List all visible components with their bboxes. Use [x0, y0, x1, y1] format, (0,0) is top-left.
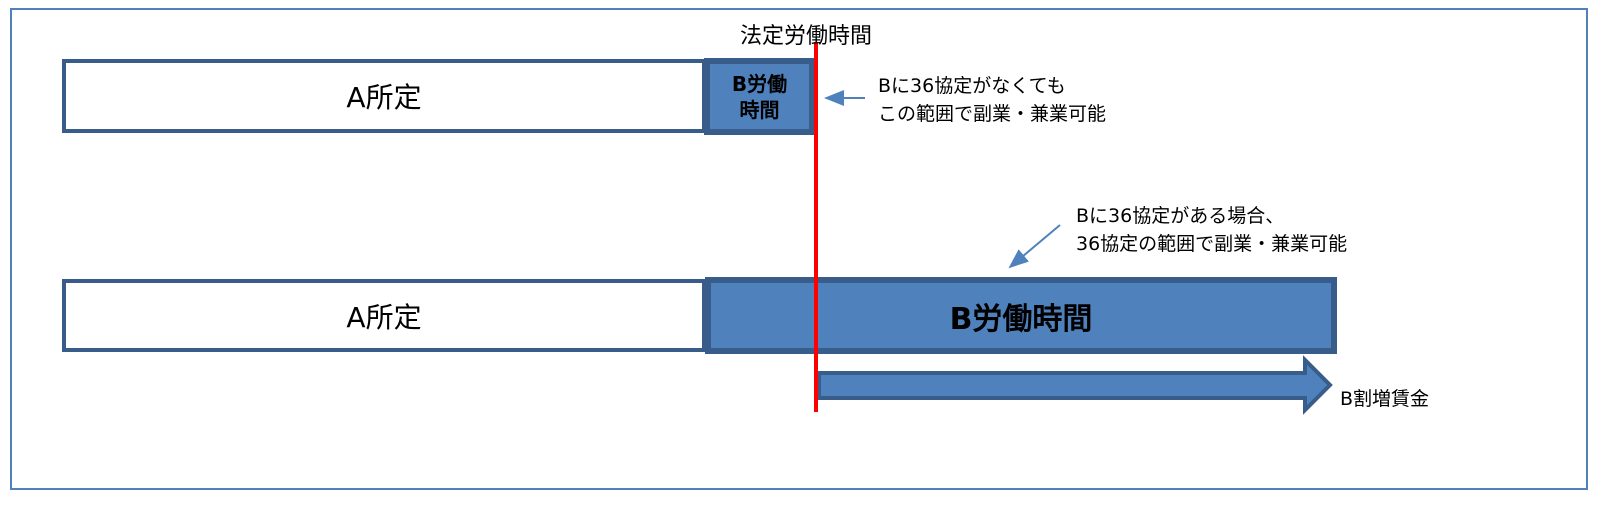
row1-note: Bに36協定がなくても この範囲で副業・兼業可能: [878, 72, 1106, 128]
row2-note-line2: 36協定の範囲で副業・兼業可能: [1076, 233, 1348, 255]
row1-b-label-line1: B労働: [731, 72, 788, 96]
diagram-frame: [10, 8, 1588, 490]
row2-b-box: [705, 277, 1337, 354]
legal-hours-label: 法定労働時間: [740, 24, 873, 49]
overtime-arrow: [817, 355, 1333, 415]
row2-b-label: B労働時間: [949, 301, 1093, 337]
overtime-label: B割増賃金: [1340, 388, 1430, 410]
row1-note-line2: この範囲で副業・兼業可能: [878, 103, 1107, 125]
row1-b-box: [704, 58, 815, 135]
row2-a-box: [62, 279, 706, 352]
row1-note-line1: Bに36協定がなくても: [878, 75, 1066, 97]
row2-a-label: A所定: [346, 300, 422, 334]
row1-a-label: A所定: [346, 81, 422, 114]
row1-a-box: [62, 59, 706, 133]
row2-note: Bに36協定がある場合、 36協定の範囲で副業・兼業可能: [1076, 202, 1347, 258]
row2-note-line1: Bに36協定がある場合、: [1076, 205, 1285, 227]
row1-b-label: B労働 時間: [707, 62, 812, 132]
row1-b-label-line2: 時間: [739, 98, 780, 122]
row2-note-arrow: [1008, 224, 1061, 269]
